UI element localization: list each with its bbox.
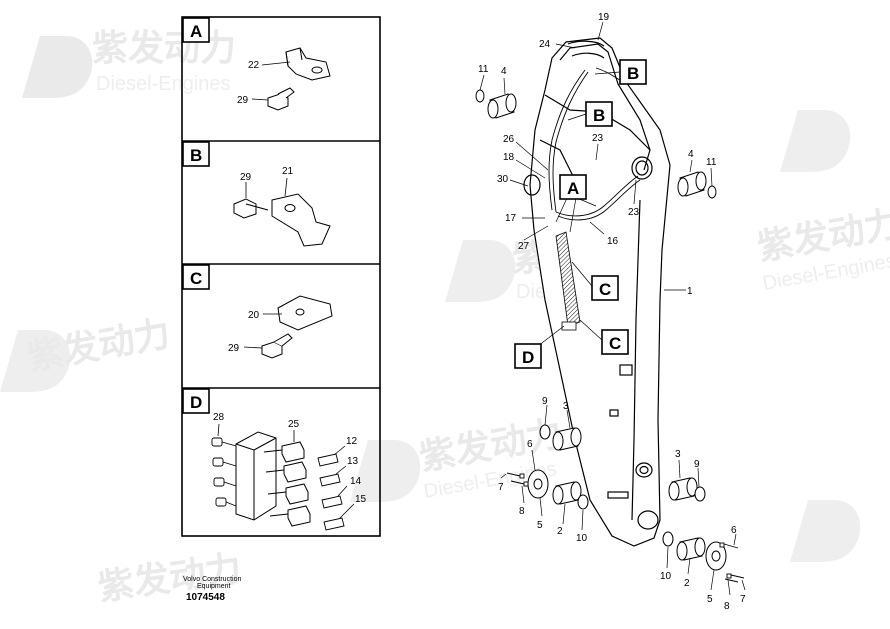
svg-text:D: D	[522, 348, 534, 367]
part-label: 29	[240, 172, 252, 183]
part-label: 10	[660, 571, 672, 582]
part-label: 23	[628, 207, 640, 218]
part-label: 5	[537, 520, 543, 531]
panel-d-plugs	[263, 441, 311, 527]
callout-b-mid: B	[585, 101, 613, 127]
part-label: 4	[688, 149, 694, 160]
panel-d-wire-ends	[317, 453, 345, 531]
part-label: 11	[706, 157, 717, 168]
part-label: 11	[478, 64, 489, 75]
svg-text:C: C	[599, 280, 611, 299]
watermark-cn: 紫发动力	[92, 27, 236, 68]
pin-right-upper	[677, 171, 717, 199]
watermark-logo-icon	[350, 440, 421, 502]
part-label: 9	[694, 459, 700, 470]
part-label: 7	[498, 482, 504, 493]
part-label: 8	[519, 506, 525, 517]
svg-text:B: B	[190, 146, 202, 165]
part-label: 30	[497, 174, 509, 185]
callout-a: A	[559, 174, 587, 200]
callout-c-lower: C	[601, 329, 629, 355]
part-label: 7	[740, 594, 746, 605]
watermark-cn: 紫发动力	[24, 312, 173, 377]
svg-text:B: B	[593, 106, 605, 125]
small-bolts	[506, 472, 745, 583]
hose-bundle	[555, 231, 581, 331]
part-label: 23	[592, 133, 604, 144]
part-label: 28	[213, 412, 225, 423]
svg-text:A: A	[190, 22, 202, 41]
part-label: 20	[248, 310, 260, 321]
callout-d: D	[514, 343, 542, 369]
svg-text:B: B	[627, 64, 639, 83]
part-label: 10	[576, 533, 588, 544]
panel-a-clamp	[285, 47, 331, 81]
panel-c-plate	[277, 295, 333, 331]
watermarks: 紫发动力 Diesel-Engines 紫发动力 Diesel-Engines …	[0, 27, 890, 608]
callout-b-top: B	[619, 59, 647, 85]
panel-d-connector-block	[235, 431, 277, 521]
panel-label-a: A	[182, 17, 210, 43]
panel-d-pins	[211, 437, 237, 507]
part-label: 13	[347, 456, 359, 467]
part-label: 24	[539, 39, 551, 50]
part-label: 12	[346, 436, 358, 447]
part-label: 6	[731, 525, 737, 536]
part-label: 25	[288, 419, 300, 430]
watermark-logo-icon	[22, 36, 93, 98]
panel-b-clamp	[271, 193, 331, 247]
watermark-logo-icon	[0, 330, 71, 392]
part-label: 2	[557, 526, 563, 537]
panel-label-c: C	[182, 264, 210, 290]
part-label: 6	[527, 439, 533, 450]
part-label: 21	[282, 166, 294, 177]
part-numbers: 19 24 11 4 26 23 18 30 4 11 23 17 16 27 …	[478, 12, 746, 612]
part-label: 22	[248, 60, 260, 71]
panel-a-bolt	[267, 87, 295, 111]
part-label: 3	[675, 449, 681, 460]
pin-right-lower	[662, 477, 727, 571]
part-label: 26	[503, 134, 515, 145]
pin-left-upper	[475, 89, 517, 119]
leader-lines	[479, 21, 746, 596]
svg-text:C: C	[609, 334, 621, 353]
part-label: 16	[607, 236, 619, 247]
part-label: 29	[228, 343, 240, 354]
part-label: 5	[707, 594, 713, 605]
footer-company-sub: Equipment	[197, 583, 231, 590]
callout-c-upper: C	[591, 275, 619, 301]
panel-b-bolt	[233, 198, 269, 219]
part-label: 3	[563, 401, 569, 412]
watermark-en: Diesel-Engines	[96, 73, 231, 95]
panel-label-b: B	[182, 141, 210, 167]
panel-label-d: D	[182, 388, 210, 414]
watermark-logo-icon	[790, 500, 861, 562]
watermark-logo-icon	[780, 110, 851, 172]
part-label: 18	[503, 152, 515, 163]
detail-panels	[181, 16, 381, 537]
part-label: 9	[542, 396, 548, 407]
panel-c-bolt	[261, 333, 293, 359]
part-label: 14	[350, 476, 362, 487]
part-label: 29	[237, 95, 249, 106]
part-label: 19	[598, 12, 610, 23]
drawing-number: 1074548	[186, 592, 225, 603]
part-label: 2	[684, 578, 690, 589]
part-label: 4	[501, 66, 507, 77]
svg-text:A: A	[567, 179, 579, 198]
part-label: 27	[518, 241, 530, 252]
footer-company: Volvo Construction	[183, 576, 242, 583]
svg-text:C: C	[190, 269, 202, 288]
part-label: 15	[355, 494, 367, 505]
part-label: 1	[687, 286, 693, 297]
watermark-logo-icon	[445, 240, 516, 302]
svg-text:D: D	[190, 393, 202, 412]
part-label: 17	[505, 213, 517, 224]
part-label: 8	[724, 601, 730, 612]
